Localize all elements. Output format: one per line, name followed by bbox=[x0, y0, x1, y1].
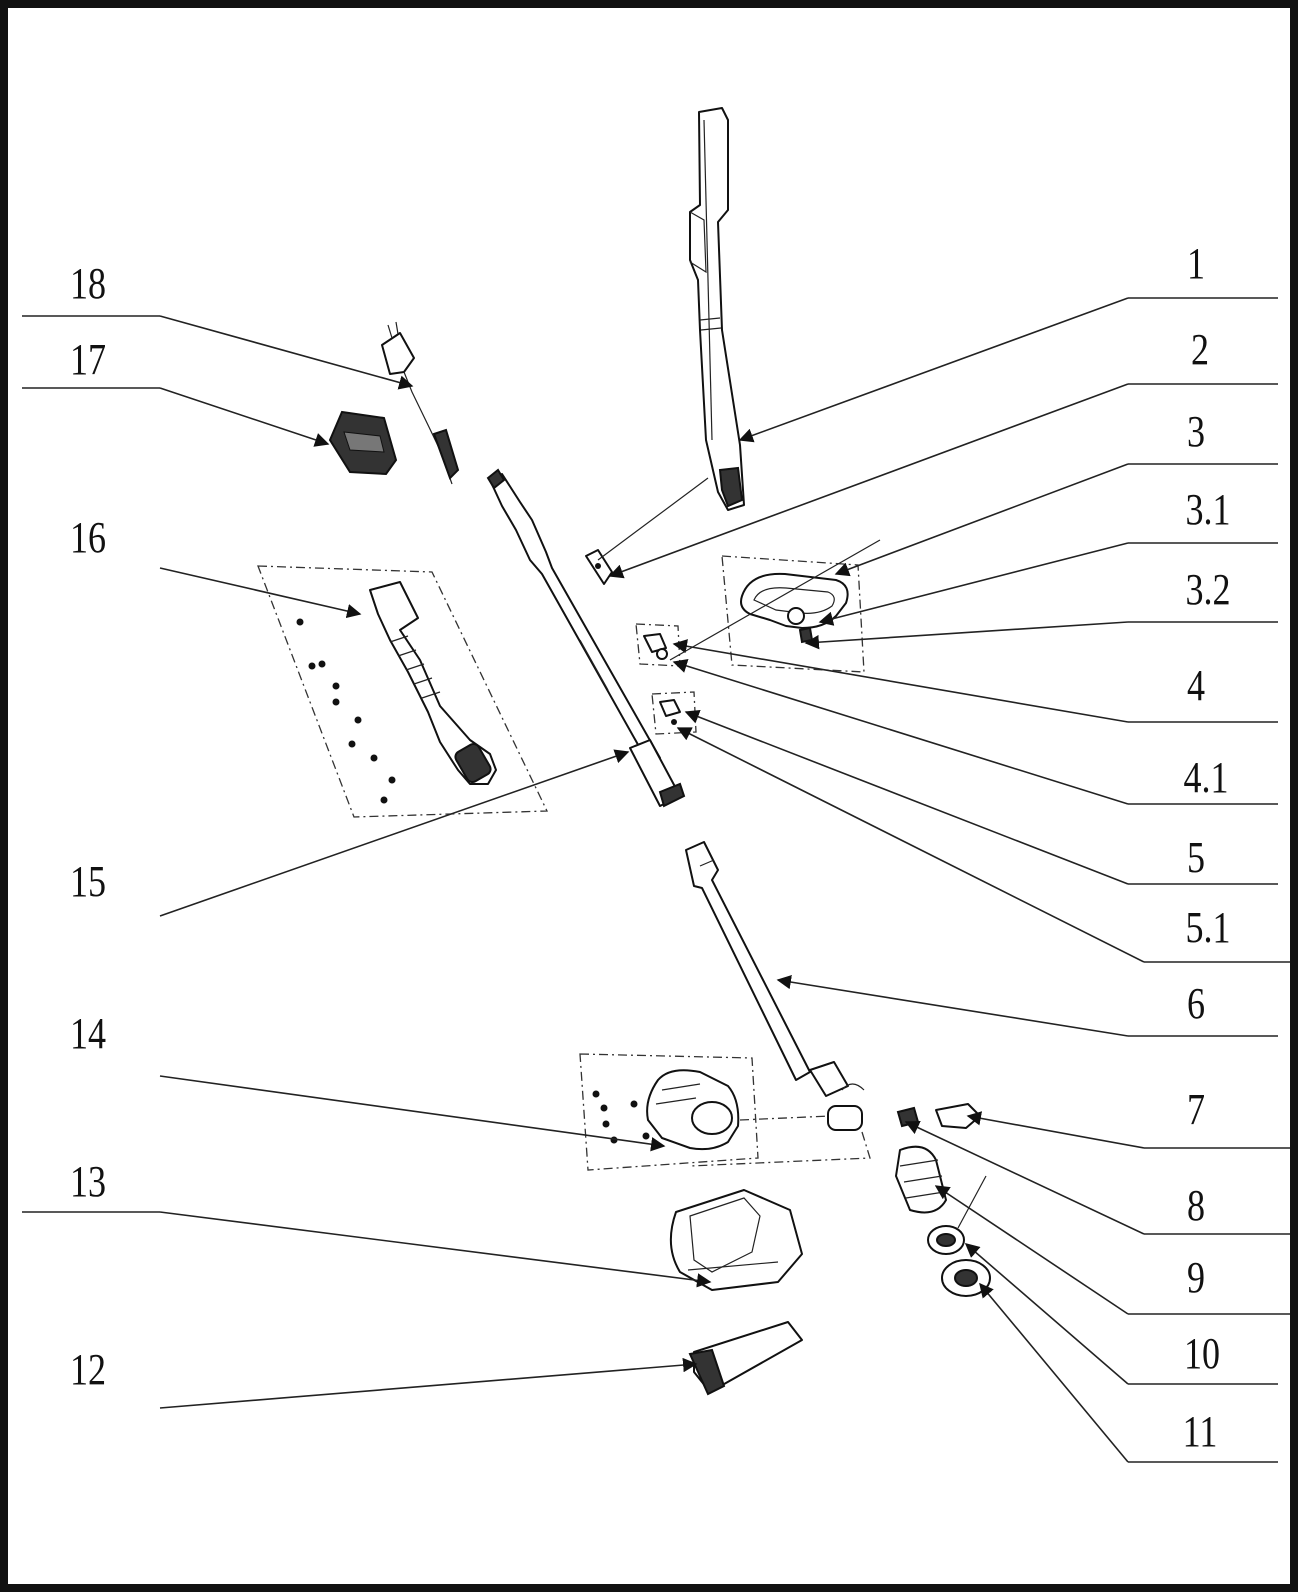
motor-screws bbox=[592, 1090, 650, 1144]
screw-set bbox=[296, 618, 396, 804]
part-2-clamp bbox=[585, 549, 613, 585]
callout-16: 16 bbox=[70, 513, 106, 562]
part-4-bolt-assembly bbox=[635, 623, 681, 667]
callout-8: 8 bbox=[1187, 1181, 1205, 1230]
callout-12: 12 bbox=[70, 1345, 106, 1394]
callout-4: 4 bbox=[1187, 661, 1205, 710]
part-14-motor-housing bbox=[579, 1053, 871, 1171]
callout-15: 15 bbox=[70, 857, 106, 906]
callout-11: 11 bbox=[1183, 1407, 1218, 1456]
callout-17: 17 bbox=[70, 335, 106, 384]
part-18-charger bbox=[381, 321, 460, 485]
callout-5-1: 5.1 bbox=[1185, 903, 1230, 952]
callout-1: 1 bbox=[1187, 239, 1205, 288]
callout-2: 2 bbox=[1191, 325, 1209, 374]
callout-10: 10 bbox=[1184, 1329, 1220, 1378]
callout-9: 9 bbox=[1187, 1253, 1205, 1302]
part-13-guard bbox=[669, 1189, 803, 1291]
callout-18: 18 bbox=[70, 259, 106, 308]
part-6-lower-shaft bbox=[685, 841, 865, 1097]
leader-lines bbox=[22, 297, 1290, 1463]
upper-shaft bbox=[486, 468, 661, 767]
part-9-spool-head bbox=[895, 1145, 947, 1214]
part-15-coupler bbox=[629, 739, 686, 808]
part-16-handle-housing bbox=[257, 565, 549, 818]
callout-labels: 1 2 3 3.1 3.2 4 4.1 5 5.1 6 7 8 9 10 11 … bbox=[70, 239, 1231, 1456]
part-3-aux-handle bbox=[721, 555, 865, 673]
part-1-shoulder-strap bbox=[689, 107, 745, 511]
callout-14: 14 bbox=[70, 1009, 106, 1058]
callout-3: 3 bbox=[1187, 407, 1205, 456]
part-11-spool-cover bbox=[941, 1259, 991, 1297]
part-10-spool bbox=[927, 1225, 965, 1255]
callout-7: 7 bbox=[1187, 1085, 1205, 1134]
part-12-cover bbox=[688, 1321, 803, 1396]
callout-4-1: 4.1 bbox=[1183, 753, 1228, 802]
callout-3-1: 3.1 bbox=[1185, 485, 1230, 534]
callout-3-2: 3.2 bbox=[1185, 565, 1230, 614]
part-17-battery bbox=[328, 410, 398, 476]
callout-13: 13 bbox=[70, 1157, 106, 1206]
part-5-knob-assembly bbox=[651, 691, 697, 735]
callout-6: 6 bbox=[1187, 979, 1205, 1028]
callout-5: 5 bbox=[1187, 833, 1205, 882]
